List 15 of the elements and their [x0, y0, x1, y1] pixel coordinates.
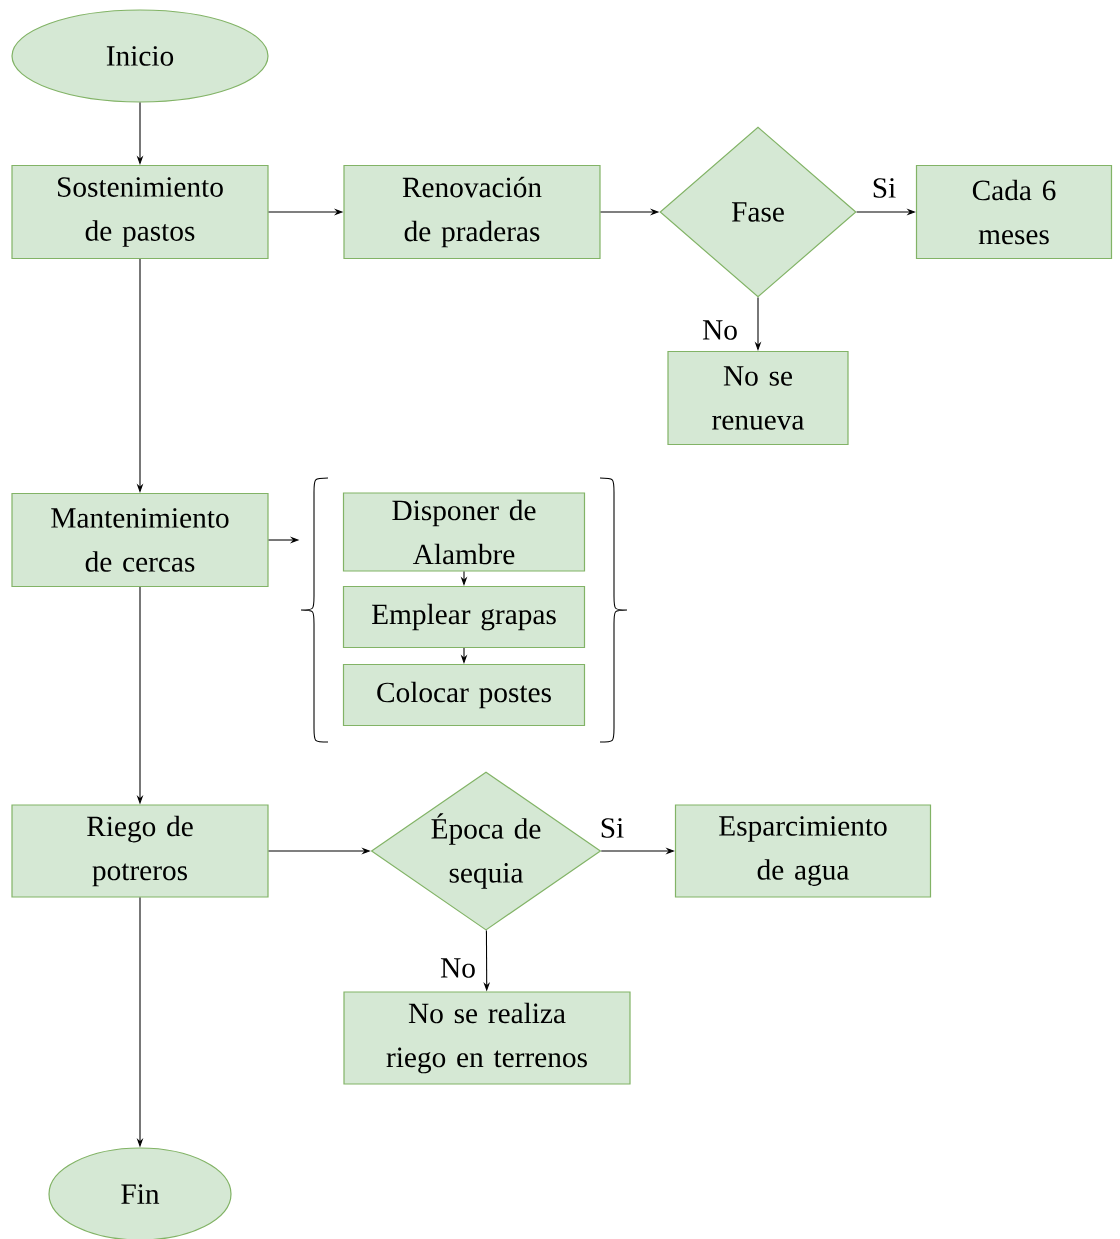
process-box: Sostenimiento de pastos — [11, 164, 269, 260]
process-box: Disponer de Alambre — [342, 492, 586, 572]
process-box: No se renueva — [667, 350, 849, 446]
edge-label: Si — [870, 176, 898, 200]
process-box: Cada 6 meses — [915, 164, 1113, 260]
process-box: No se realiza riego en terrenos — [343, 991, 631, 1085]
edge-label: No — [438, 956, 478, 980]
process-box: Emplear grapas — [342, 585, 586, 649]
bracket-pair — [300, 477, 628, 743]
process-box: Esparcimiento de agua — [674, 804, 932, 898]
edge-label: No — [700, 318, 740, 342]
process-box: Colocar postes — [342, 663, 586, 727]
process-box: Riego de potreros — [11, 804, 269, 898]
process-box: Mantenimiento de cercas — [11, 492, 269, 588]
process-box: Renovación de praderas — [343, 164, 601, 260]
